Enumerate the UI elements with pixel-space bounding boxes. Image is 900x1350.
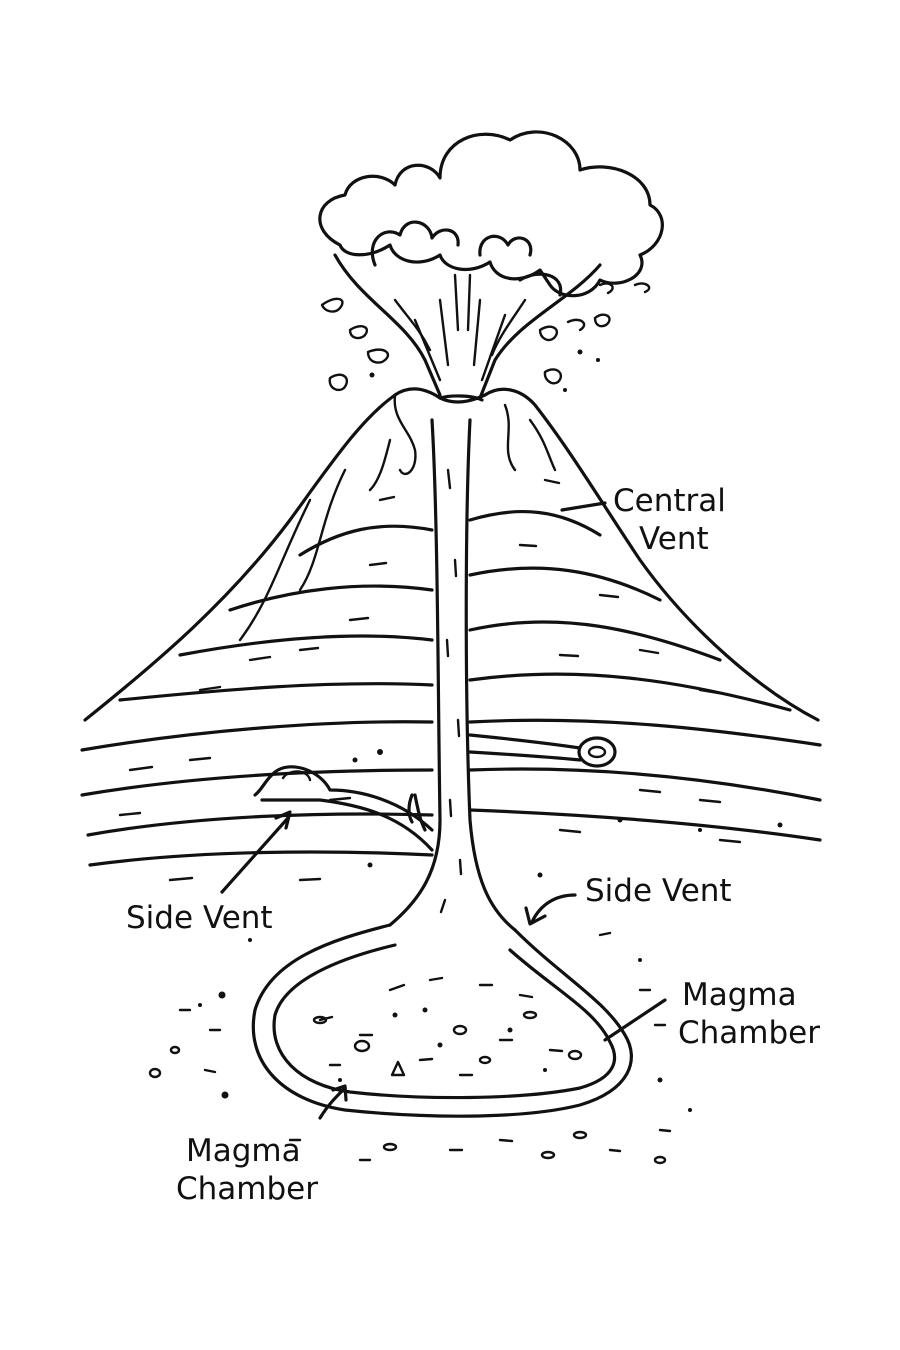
lava-splashes [320, 282, 651, 392]
label-magma-chamber-bottom: Magma Chamber [176, 1132, 318, 1208]
leader-lines [220, 501, 667, 1120]
label-magma-chamber-right: Magma Chamber [678, 976, 820, 1052]
volcano-cone [83, 387, 820, 722]
ash-cloud [318, 130, 664, 298]
side-vent-left-arrow [220, 816, 290, 894]
ground-particles [148, 931, 692, 1165]
magma-chamber-right-leader [603, 998, 667, 1042]
label-central-vent: Central Vent [613, 482, 726, 558]
label-magma-chamber-right-line1: Magma [682, 977, 797, 1013]
side-vent-left [253, 765, 434, 852]
central-vent-leader [560, 501, 607, 512]
side-vent-right [468, 733, 617, 768]
label-central-vent-line2: Vent [639, 521, 709, 557]
label-magma-chamber-right-line2: Chamber [678, 1015, 820, 1051]
magma-chamber [251, 923, 633, 1118]
ground-strata [80, 718, 822, 882]
label-side-vent-right: Side Vent [585, 873, 732, 909]
central-conduit [388, 418, 517, 932]
magma-chamber-bottom-arrow [318, 1086, 347, 1120]
label-magma-chamber-bottom-line1: Magma [186, 1133, 301, 1169]
label-central-vent-line1: Central [613, 483, 726, 519]
side-vent-right-arrow [530, 893, 577, 924]
label-magma-chamber-bottom-line2: Chamber [176, 1171, 318, 1207]
label-side-vent-left: Side Vent [126, 900, 273, 936]
eruption-column [333, 253, 602, 400]
